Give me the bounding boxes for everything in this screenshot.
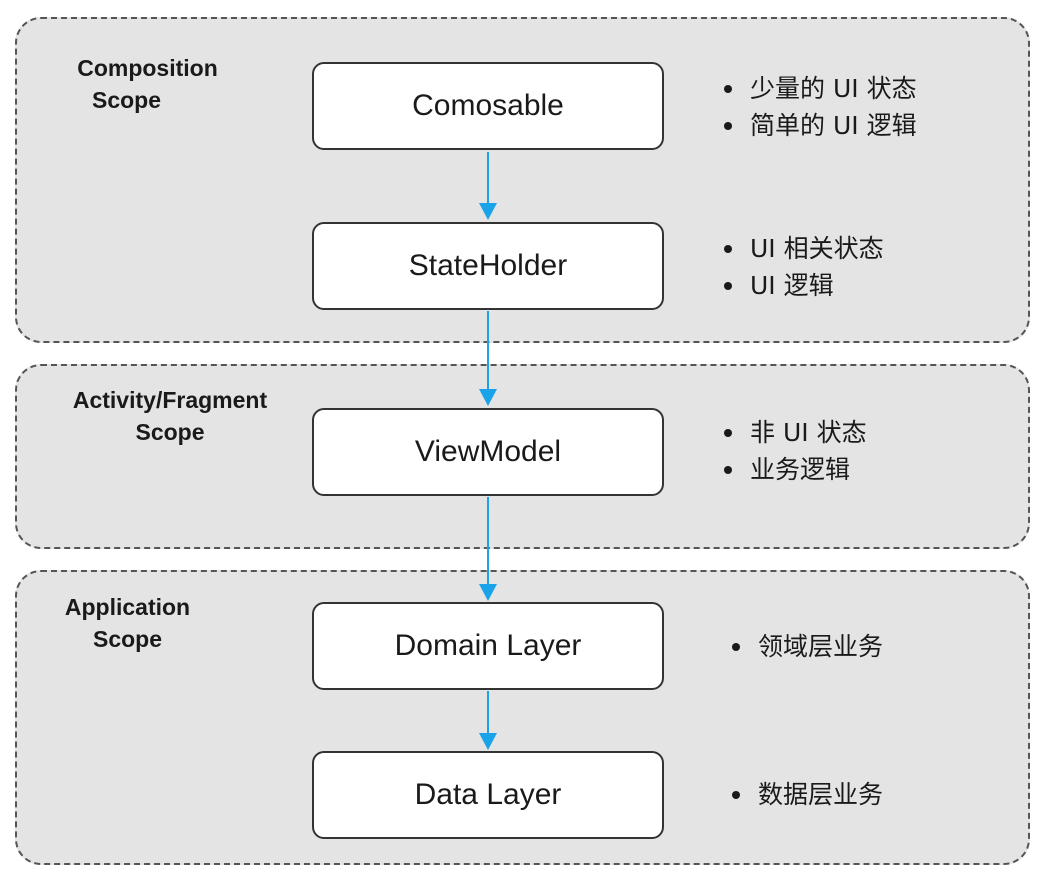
note-item: 领域层业务 xyxy=(730,628,883,665)
note-item: 简单的 UI 逻辑 xyxy=(722,107,917,144)
composition-scope-label-line-2: Scope xyxy=(91,87,162,113)
comosable-node: Comosable xyxy=(312,62,664,150)
note-item: UI 逻辑 xyxy=(722,267,884,304)
note-item: 非 UI 状态 xyxy=(722,414,867,451)
data-layer-node: Data Layer xyxy=(312,751,664,839)
note-item: UI 相关状态 xyxy=(722,230,884,267)
viewmodel-notes: 非 UI 状态 业务逻辑 xyxy=(722,414,867,488)
stateholder-node: StateHolder xyxy=(312,222,664,310)
composition-scope-label: Composition Scope xyxy=(40,52,255,116)
composition-scope-label-line-1: Composition xyxy=(77,55,218,81)
domain-layer-notes: 领域层业务 xyxy=(730,628,883,665)
activity-fragment-scope-label-line-2: Scope xyxy=(135,419,205,445)
domain-layer-node: Domain Layer xyxy=(312,602,664,690)
application-scope-label-line-1: Application xyxy=(64,594,191,620)
note-item: 业务逻辑 xyxy=(722,451,867,488)
note-item: 数据层业务 xyxy=(730,776,883,813)
activity-fragment-scope-label-line-1: Activity/Fragment xyxy=(72,387,268,413)
stateholder-notes: UI 相关状态 UI 逻辑 xyxy=(722,230,884,304)
comosable-notes: 少量的 UI 状态 简单的 UI 逻辑 xyxy=(722,70,917,144)
data-layer-notes: 数据层业务 xyxy=(730,776,883,813)
viewmodel-node: ViewModel xyxy=(312,408,664,496)
application-scope-label: Application Scope xyxy=(40,591,255,655)
activity-fragment-scope-label: Activity/Fragment Scope xyxy=(40,384,300,448)
note-item: 少量的 UI 状态 xyxy=(722,70,917,107)
application-scope-label-line-2: Scope xyxy=(92,626,163,652)
